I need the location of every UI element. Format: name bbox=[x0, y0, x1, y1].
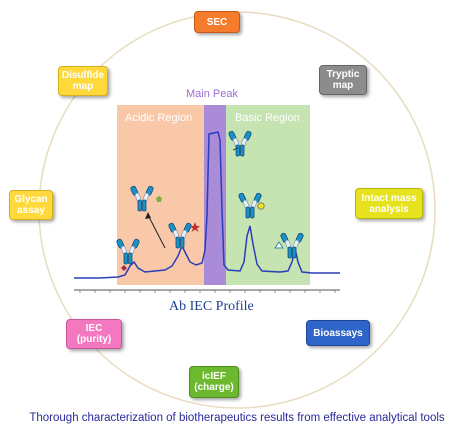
modification-circle bbox=[257, 202, 265, 210]
modification-diamond bbox=[121, 265, 127, 271]
modification-triangle bbox=[274, 241, 284, 249]
modification-star bbox=[190, 222, 200, 232]
modification-pentagon bbox=[156, 196, 162, 202]
sec-node: SEC bbox=[194, 11, 240, 33]
profile-title: Ab IEC Profile bbox=[169, 299, 254, 314]
bioassays-node: Bioassays bbox=[306, 320, 370, 346]
caption: Thorough characterization of biotherapeu… bbox=[29, 412, 445, 424]
main-peak-label: Main Peak bbox=[186, 88, 238, 100]
acidic-arrow bbox=[147, 214, 166, 249]
icief-node: icIEF(charge) bbox=[189, 366, 239, 398]
acidic-region-label: Acidic Region bbox=[125, 112, 193, 124]
x-axis-ticks bbox=[79, 290, 336, 293]
iec-trace bbox=[74, 131, 340, 279]
basic-region-label: Basic Region bbox=[235, 112, 300, 124]
iec-node: IEC(purity) bbox=[66, 319, 122, 349]
